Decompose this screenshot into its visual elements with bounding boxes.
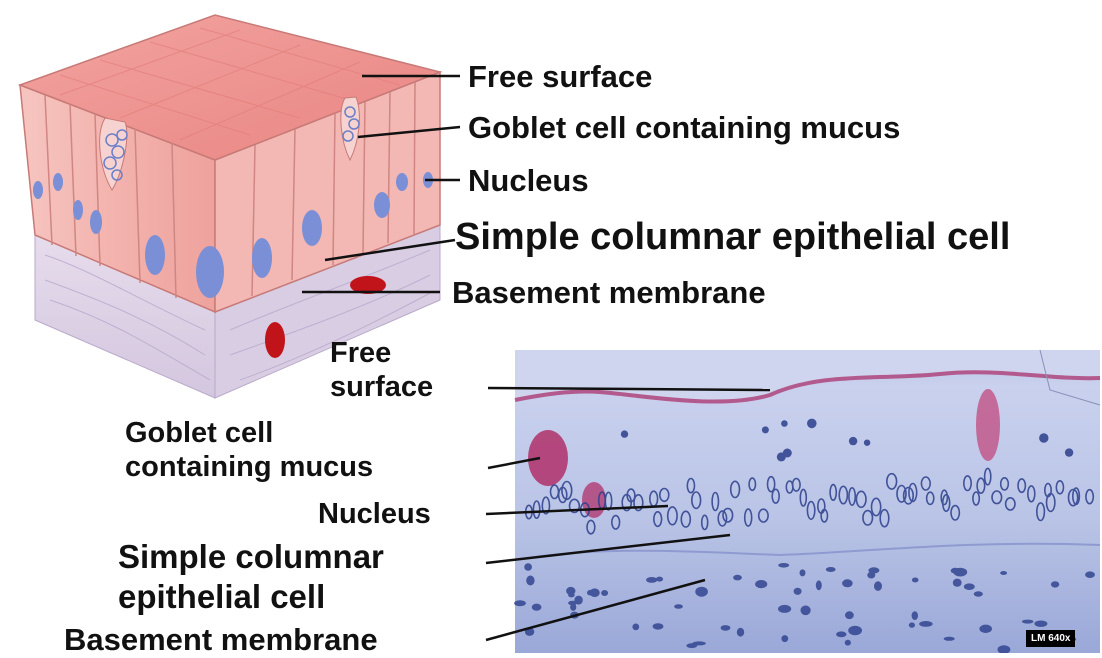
micrograph-nucleus (621, 430, 628, 437)
label-lm-containing-mucus: containing mucus (125, 453, 373, 482)
connective-tissue-nucleus (778, 605, 791, 613)
connective-tissue-nucleus (778, 563, 789, 568)
connective-tissue-nucleus (532, 604, 542, 611)
connective-tissue-nucleus (842, 579, 853, 587)
label-lm-simple-columnar: Simple columnar (118, 540, 384, 573)
connective-tissue-nucleus (979, 625, 992, 633)
goblet-cell-micrograph (582, 482, 606, 518)
connective-tissue-nucleus (1022, 620, 1034, 624)
connective-tissue-nucleus (526, 576, 534, 586)
label-lm-basement-membrane: Basement membrane (64, 624, 378, 655)
connective-tissue-nucleus (800, 569, 806, 576)
label-lm-goblet-cell: Goblet cell (125, 419, 273, 448)
connective-tissue-nucleus (590, 588, 600, 597)
connective-tissue-nucleus (781, 635, 788, 642)
connective-tissue-nucleus (848, 626, 862, 635)
connective-tissue-nucleus (912, 578, 919, 583)
connective-tissue-nucleus (794, 588, 802, 595)
connective-tissue-nucleus (721, 625, 731, 631)
connective-tissue-nucleus (570, 603, 576, 610)
label-nucleus: Nucleus (468, 165, 589, 196)
connective-tissue-nucleus (656, 577, 663, 582)
connective-tissue-nucleus (867, 572, 875, 579)
connective-tissue-nucleus (568, 593, 575, 598)
connective-tissue-nucleus (755, 580, 767, 588)
connective-tissue-nucleus (653, 623, 664, 629)
label-goblet-cell: Goblet cell containing mucus (468, 112, 900, 143)
connective-tissue-nucleus (919, 621, 933, 627)
micrograph-nucleus (762, 426, 769, 433)
connective-tissue-nucleus (964, 583, 975, 590)
connective-tissue-nucleus (974, 591, 983, 596)
connective-tissue-nucleus (1051, 581, 1059, 587)
label-lm-free: Free (330, 339, 416, 368)
micrograph-nucleus (864, 440, 870, 446)
goblet-cell-micrograph (976, 389, 1000, 461)
blood-cell (265, 322, 285, 358)
micrograph-nucleus (849, 437, 857, 445)
connective-tissue-nucleus (1000, 571, 1007, 575)
connective-tissue-nucleus (912, 611, 918, 620)
magnification-badge: LM 640x (1026, 630, 1075, 647)
label-simple-columnar-cell: Simple columnar epithelial cell (455, 218, 1010, 256)
micrograph-nucleus (1039, 433, 1048, 442)
connective-tissue-nucleus (514, 600, 526, 606)
connective-tissue-nucleus (816, 580, 822, 590)
micrograph-nucleus (807, 419, 817, 429)
connective-tissue-nucleus (836, 631, 846, 637)
micrograph-nucleus (777, 452, 786, 461)
connective-tissue-nucleus (953, 568, 967, 577)
connective-tissue-nucleus (674, 604, 683, 609)
connective-tissue-nucleus (733, 575, 742, 581)
connective-tissue-nucleus (909, 622, 915, 627)
micrograph-nucleus (781, 420, 788, 427)
connective-tissue-nucleus (801, 606, 811, 616)
connective-tissue-nucleus (632, 624, 639, 631)
label-lm-nucleus: Nucleus (318, 500, 431, 529)
connective-tissue-nucleus (953, 579, 962, 587)
connective-tissue-nucleus (646, 577, 657, 583)
connective-tissue-nucleus (944, 637, 955, 641)
connective-tissue-nucleus (695, 587, 708, 597)
label-basement-membrane: Basement membrane (452, 277, 766, 308)
connective-tissue-nucleus (874, 581, 882, 591)
label-lm-surface: surface (330, 373, 478, 402)
connective-tissue-nucleus (524, 563, 532, 570)
connective-tissue-nucleus (1085, 571, 1095, 578)
connective-tissue-nucleus (601, 590, 608, 596)
connective-tissue-nucleus (826, 567, 836, 572)
label-free-surface: Free surface (468, 61, 652, 92)
connective-tissue-nucleus (845, 611, 854, 619)
connective-tissue-nucleus (692, 641, 706, 645)
connective-tissue-nucleus (737, 628, 744, 637)
micrograph-nucleus (1065, 448, 1073, 456)
connective-tissue-nucleus (845, 640, 851, 646)
label-lm-epithelial-cell: epithelial cell (118, 580, 325, 613)
connective-tissue-nucleus (1034, 621, 1047, 627)
